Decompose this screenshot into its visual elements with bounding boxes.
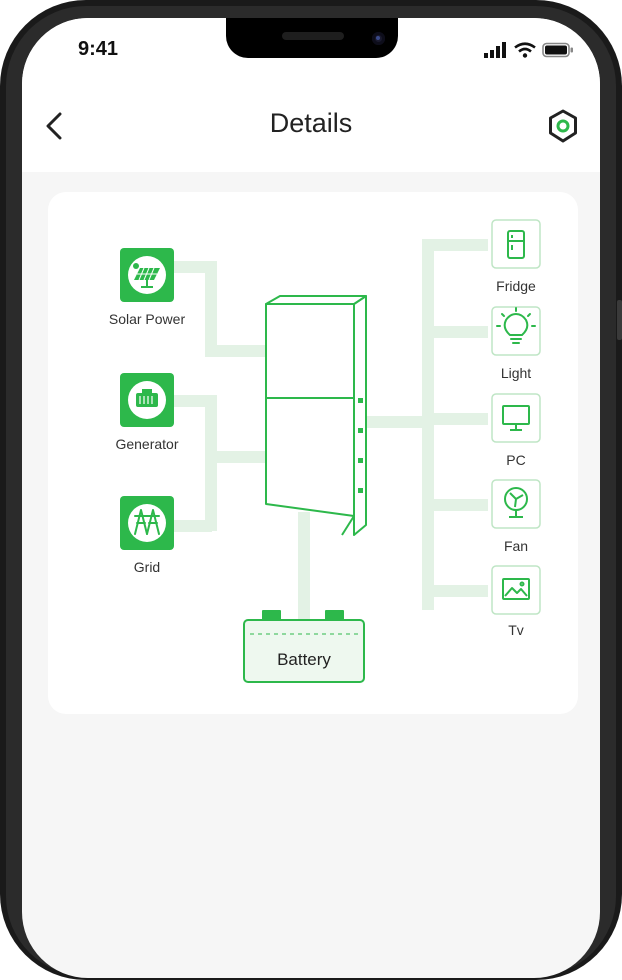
status-time: 9:41 xyxy=(78,38,119,60)
nav-bar: Details xyxy=(22,88,600,172)
speaker xyxy=(282,32,344,40)
light-bulb-icon xyxy=(496,307,536,344)
load-light[interactable]: Light xyxy=(491,306,541,381)
status-icons xyxy=(484,42,574,58)
screen: 9:41 Details xyxy=(22,18,600,978)
fridge-icon xyxy=(507,230,525,259)
battery-label: Battery xyxy=(277,650,331,669)
tv-icon xyxy=(502,578,530,600)
energy-flow-card: Solar Power Generator xyxy=(48,192,578,714)
energy-flow-diagram: Solar Power Generator xyxy=(109,219,541,683)
load-label: Fridge xyxy=(496,278,536,294)
side-button xyxy=(617,300,622,340)
load-label: Light xyxy=(501,365,531,381)
fan-icon xyxy=(504,487,528,518)
inverter-icon[interactable] xyxy=(265,295,367,536)
source-solar-power[interactable]: Solar Power xyxy=(109,248,186,327)
front-camera xyxy=(372,32,385,45)
wifi-icon xyxy=(514,42,536,58)
battery-unit[interactable]: Battery xyxy=(243,610,365,683)
load-fan[interactable]: Fan xyxy=(491,479,541,554)
battery-status-icon xyxy=(542,42,573,58)
load-label: Fan xyxy=(504,538,528,554)
source-label: Generator xyxy=(115,436,178,452)
load-label: Tv xyxy=(508,622,524,638)
source-label: Grid xyxy=(134,559,160,575)
source-label: Solar Power xyxy=(109,311,186,327)
load-tv[interactable]: Tv xyxy=(491,565,541,638)
generator-icon xyxy=(136,389,158,407)
settings-hexagon-icon[interactable] xyxy=(546,108,580,144)
load-label: PC xyxy=(506,452,525,468)
load-pc[interactable]: PC xyxy=(491,393,541,468)
monitor-icon xyxy=(502,405,530,431)
power-tower-icon xyxy=(134,509,160,535)
source-generator[interactable]: Generator xyxy=(115,373,179,452)
back-arrow-icon[interactable] xyxy=(40,110,72,142)
page-title: Details xyxy=(269,108,353,138)
status-bar: 9:41 xyxy=(22,18,600,88)
battery-icon xyxy=(243,619,365,683)
signal-icon xyxy=(484,42,506,58)
notch xyxy=(226,18,398,58)
flow-lines xyxy=(152,239,488,630)
load-fridge[interactable]: Fridge xyxy=(491,219,541,294)
source-grid[interactable]: Grid xyxy=(120,496,174,575)
